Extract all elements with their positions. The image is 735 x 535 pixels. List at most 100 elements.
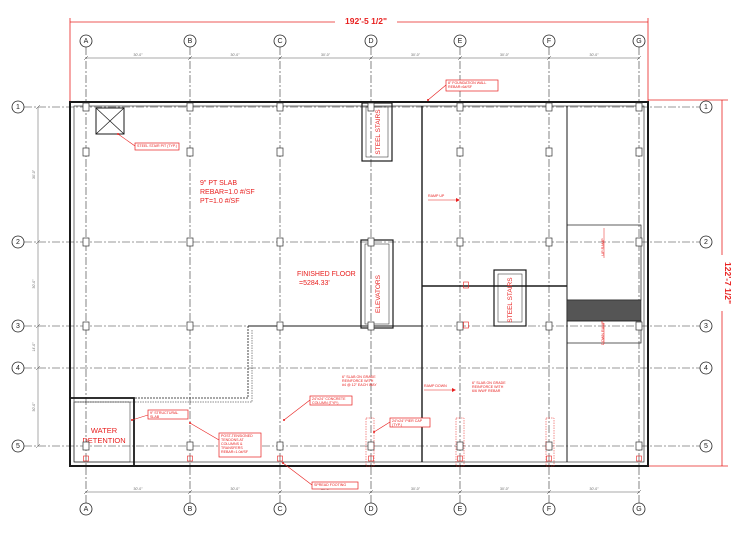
grid-label-e: E [458, 38, 463, 45]
column [82, 147, 90, 157]
grid-bubble-g-top [632, 34, 646, 48]
callout-text: 8" FOUNDATION WALL [448, 81, 486, 85]
grid-bubble-5-left [11, 439, 25, 453]
callout-leader [131, 414, 149, 421]
callout-text: 24"x24" CONCRETE [312, 397, 346, 401]
column [456, 441, 464, 451]
column [635, 441, 643, 451]
callout-leader-dot [189, 422, 191, 424]
callout-leader [282, 462, 313, 486]
callout-text: 9" STRUCTURAL [150, 411, 178, 415]
callout-box-top-wall [445, 79, 499, 92]
callout-text: #4 @ 12" EACH WAY [342, 383, 377, 387]
grid-bubble-1-left [11, 100, 25, 114]
dimension-tick [457, 55, 463, 61]
dimension-tick [187, 55, 193, 61]
column [186, 147, 194, 157]
footing-mark [636, 455, 642, 462]
grid-label-4: 4 [16, 365, 20, 372]
grid-label-a: A [84, 506, 89, 513]
grid-bubble-d-bottom [364, 502, 378, 516]
column [456, 321, 464, 331]
grid-bubble-g-bottom [632, 502, 646, 516]
overall-height-dimension: 122'-7 1/2" [648, 99, 733, 467]
grid-bubble-b-top [183, 34, 197, 48]
column [186, 237, 194, 247]
callout-text: COLUMN (TYP.) [312, 401, 339, 405]
dimension-label: 30'-0" [321, 53, 331, 57]
dimension-label: 30'-0" [590, 487, 600, 491]
column [635, 147, 643, 157]
dimension-tick [35, 104, 41, 110]
slab-note-line-1: 9" PT SLAB [200, 180, 237, 187]
grid-bubble-3-right [699, 319, 713, 333]
grid-bubble-f-top [542, 34, 556, 48]
dimension-label: 30'-0" [500, 53, 510, 57]
dimension-label: 14'-0" [32, 342, 36, 352]
column [635, 237, 643, 247]
grid-bubble-b-bottom [183, 502, 197, 516]
stair-pit [95, 107, 125, 135]
dimension-label: 30'-0" [231, 487, 241, 491]
callout-leader-dot [131, 419, 133, 421]
grid-bubble-a-top [79, 34, 93, 48]
column [82, 102, 90, 112]
dimension-label: 30'-0" [411, 487, 421, 491]
water-detention-label-1: WATER [91, 426, 118, 435]
grid-bubble-5-right [699, 439, 713, 453]
grid-label-g: G [636, 38, 641, 45]
grid-label-5: 5 [704, 443, 708, 450]
grid-label-c: C [277, 38, 282, 45]
dimension-tick [368, 489, 374, 495]
up-ramp-label: UP RAMP [601, 238, 605, 256]
slab-note-line-2: REBAR=1.0 #/SF [200, 189, 255, 196]
callout-text: TRANSFERS [221, 446, 243, 450]
callout-text: SLAB [150, 415, 160, 419]
ramp-down-arrow: RAMP DOWN [424, 384, 456, 392]
callout-text: 6/6 WWF REBAR [472, 389, 501, 393]
grid-label-1: 1 [704, 104, 708, 111]
callout-box-column-d [389, 417, 431, 428]
grid-label-e: E [458, 506, 463, 513]
callout-box-steel-pipe [134, 142, 180, 151]
grid-bubble-e-top [453, 34, 467, 48]
down-ramp-label: DOWN RAMP [601, 321, 605, 346]
column [186, 321, 194, 331]
callout-box-pt-strands [218, 432, 262, 458]
grid-label-d: D [368, 38, 373, 45]
dimension-tick [83, 489, 89, 495]
callout-leader-dot [283, 419, 285, 421]
footing-mark [83, 455, 89, 462]
column [276, 102, 284, 112]
ramp-up-arrow: RAMP UP [428, 194, 460, 202]
slab-note-line-3: PT=1.0 #/SF [200, 198, 240, 205]
water-detention: WATER DETENTION [69, 397, 135, 467]
column [82, 321, 90, 331]
column [186, 441, 194, 451]
slab-note: 9" PT SLAB REBAR=1.0 #/SF PT=1.0 #/SF [200, 180, 255, 205]
callout-text: POST-TENSIONED [221, 434, 253, 438]
grid-label-a: A [84, 38, 89, 45]
column [276, 321, 284, 331]
dimension-tick [35, 323, 41, 329]
footing-mark [187, 455, 193, 462]
grid-bubble-4-right [699, 361, 713, 375]
grid-label-g: G [636, 506, 641, 513]
footing-mark [546, 455, 552, 462]
footing-mark [277, 455, 283, 462]
elevator-core: ELEVATORS [360, 239, 394, 329]
stair-north: STEEL STAIRS [361, 102, 393, 162]
dimension-tick [277, 55, 283, 61]
column [367, 441, 375, 451]
elevators-label: ELEVATORS [375, 274, 382, 313]
callout-leader [189, 422, 220, 441]
grid-bubble-f-bottom [542, 502, 556, 516]
grid-bubble-c-bottom [273, 502, 287, 516]
grid-label-b: B [188, 506, 193, 513]
dimension-label: 30'-0" [32, 169, 36, 179]
callout-box-footing [311, 481, 359, 490]
footing-mark [368, 455, 374, 462]
grid-label-3: 3 [704, 323, 708, 330]
